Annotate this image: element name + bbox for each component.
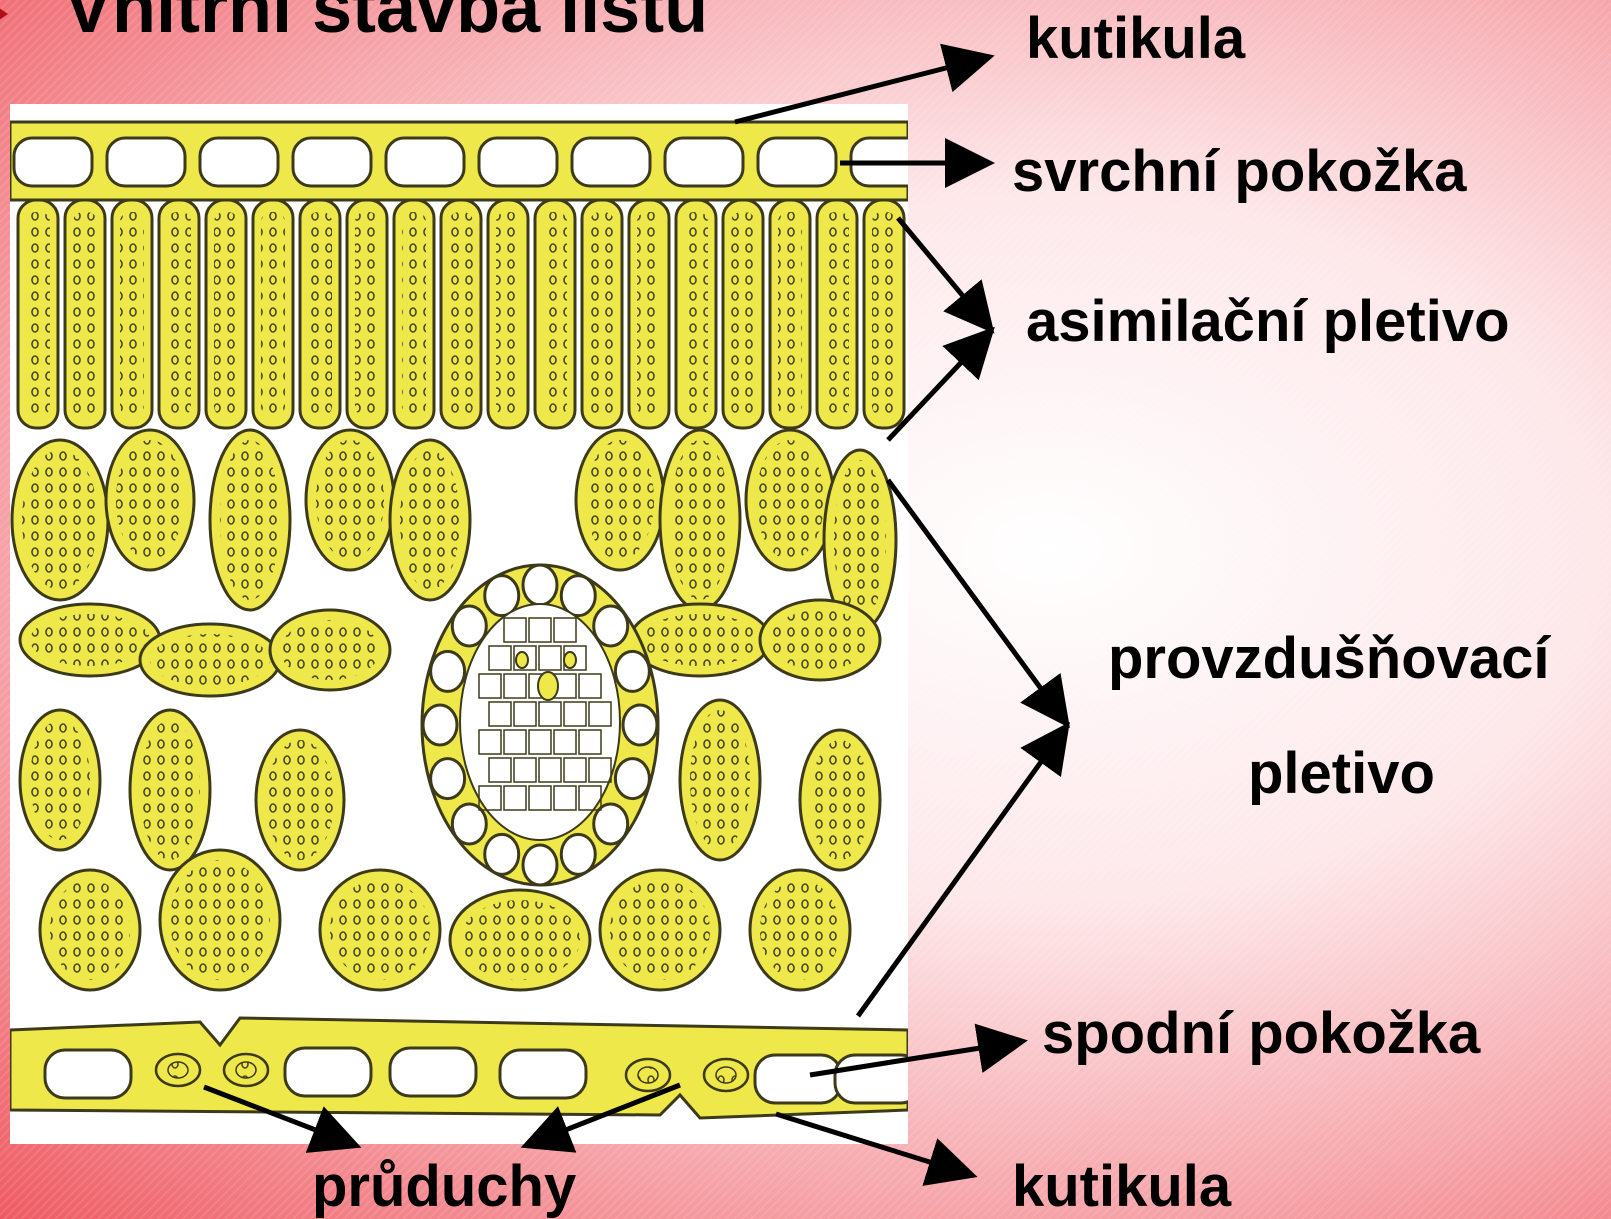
spongy-chloroplasts: [150, 634, 270, 686]
spongy-chloroplasts: [690, 710, 750, 850]
palisade-chloroplasts: [120, 212, 144, 416]
vascular-bundle: [422, 565, 658, 885]
palisade-chloroplasts: [825, 212, 849, 416]
spongy-chloroplasts: [586, 440, 654, 560]
spongy-chloroplasts: [810, 740, 870, 860]
lower-epidermis-cell: [285, 1048, 371, 1096]
palisade-chloroplasts: [778, 212, 802, 416]
lower-epidermis-cell: [500, 1050, 586, 1098]
spongy-chloroplasts: [770, 610, 870, 670]
spongy-chloroplasts: [400, 450, 460, 590]
spongy-chloroplasts: [50, 880, 130, 980]
sheath-cell: [452, 606, 486, 646]
arrow-asimilacni-a: [898, 218, 988, 326]
spongy-chloroplasts: [760, 880, 840, 980]
lower-epidermis-cell: [390, 1048, 476, 1096]
sheath-cell: [423, 705, 457, 745]
label-spodni-pokozka: spodní pokožka: [1042, 1005, 1480, 1063]
arrow-provzdusnovaci-a: [888, 480, 1064, 720]
upper-epidermis-cell: [107, 138, 185, 186]
palisade-chloroplasts: [261, 212, 285, 416]
upper-epidermis-cell: [14, 138, 92, 186]
upper-epidermis-cell: [758, 138, 836, 186]
sheath-cell: [561, 834, 595, 874]
spongy-chloroplasts: [30, 720, 90, 840]
palisade-chloroplasts: [684, 212, 708, 416]
label-pruduchy: průduchy: [312, 1158, 576, 1216]
palisade-chloroplasts: [449, 212, 473, 416]
sheath-cell: [431, 651, 465, 691]
palisade-chloroplasts: [402, 212, 426, 416]
palisade-chloroplasts: [167, 212, 191, 416]
sheath-cell: [485, 834, 519, 874]
palisade-chloroplasts: [26, 212, 50, 416]
palisade-chloroplasts: [872, 212, 896, 416]
spongy-chloroplasts: [22, 450, 98, 590]
sheath-cell: [431, 759, 465, 799]
spongy-chloroplasts: [834, 460, 886, 620]
phloem-cell: [516, 652, 528, 668]
upper-epidermis-cell: [293, 138, 371, 186]
lower-epidermis-cell: [45, 1050, 131, 1098]
upper-epidermis-cell: [200, 138, 278, 186]
spongy-chloroplasts: [116, 440, 184, 560]
upper-epidermis-cell: [572, 138, 650, 186]
lower-epidermis-cell: [755, 1055, 841, 1103]
spongy-chloroplasts: [170, 860, 270, 980]
label-kutikula-bottom: kutikula: [1012, 1158, 1231, 1216]
spongy-chloroplasts: [280, 620, 380, 680]
label-provzdusnovaci-line1: provzdušňovací: [1108, 630, 1550, 688]
palisade-chloroplasts: [73, 212, 97, 416]
spongy-chloroplasts: [330, 880, 430, 980]
palisade-chloroplasts: [355, 212, 379, 416]
sheath-cell: [615, 651, 649, 691]
phloem-cell: [538, 672, 558, 700]
spongy-chloroplasts: [460, 900, 580, 980]
sheath-cell: [523, 845, 557, 885]
label-asimilacni-pletivo: asimilační pletivo: [1026, 293, 1510, 351]
spongy-chloroplasts: [756, 440, 824, 560]
palisade-chloroplasts: [214, 212, 238, 416]
label-kutikula-top: kutikula: [1026, 10, 1245, 68]
label-provzdusnovaci-line2: pletivo: [1248, 745, 1435, 803]
spongy-chloroplasts: [640, 614, 760, 666]
spongy-chloroplasts: [610, 880, 710, 980]
palisade-chloroplasts: [496, 212, 520, 416]
palisade-chloroplasts: [637, 212, 661, 416]
spongy-chloroplasts: [220, 440, 280, 600]
upper-epidermis-cell: [479, 138, 557, 186]
palisade-chloroplasts: [308, 212, 332, 416]
spongy-chloroplasts: [316, 440, 384, 560]
upper-epidermis-cell: [386, 138, 464, 186]
spongy-chloroplasts: [670, 440, 730, 600]
upper-epidermis-cell: [665, 138, 743, 186]
phloem-cell: [564, 652, 576, 668]
spongy-chloroplasts: [140, 720, 200, 860]
sheath-cell: [594, 606, 628, 646]
spongy-chloroplasts: [30, 614, 150, 666]
label-svrchni-pokozka: svrchní pokožka: [1012, 143, 1466, 201]
sheath-cell: [623, 705, 657, 745]
palisade-chloroplasts: [590, 212, 614, 416]
palisade-chloroplasts: [731, 212, 755, 416]
sheath-cell: [523, 565, 557, 605]
palisade-chloroplasts: [543, 212, 567, 416]
spongy-chloroplasts: [266, 740, 334, 860]
palisade-mesophyll: [18, 200, 904, 428]
sheath-cell: [615, 759, 649, 799]
